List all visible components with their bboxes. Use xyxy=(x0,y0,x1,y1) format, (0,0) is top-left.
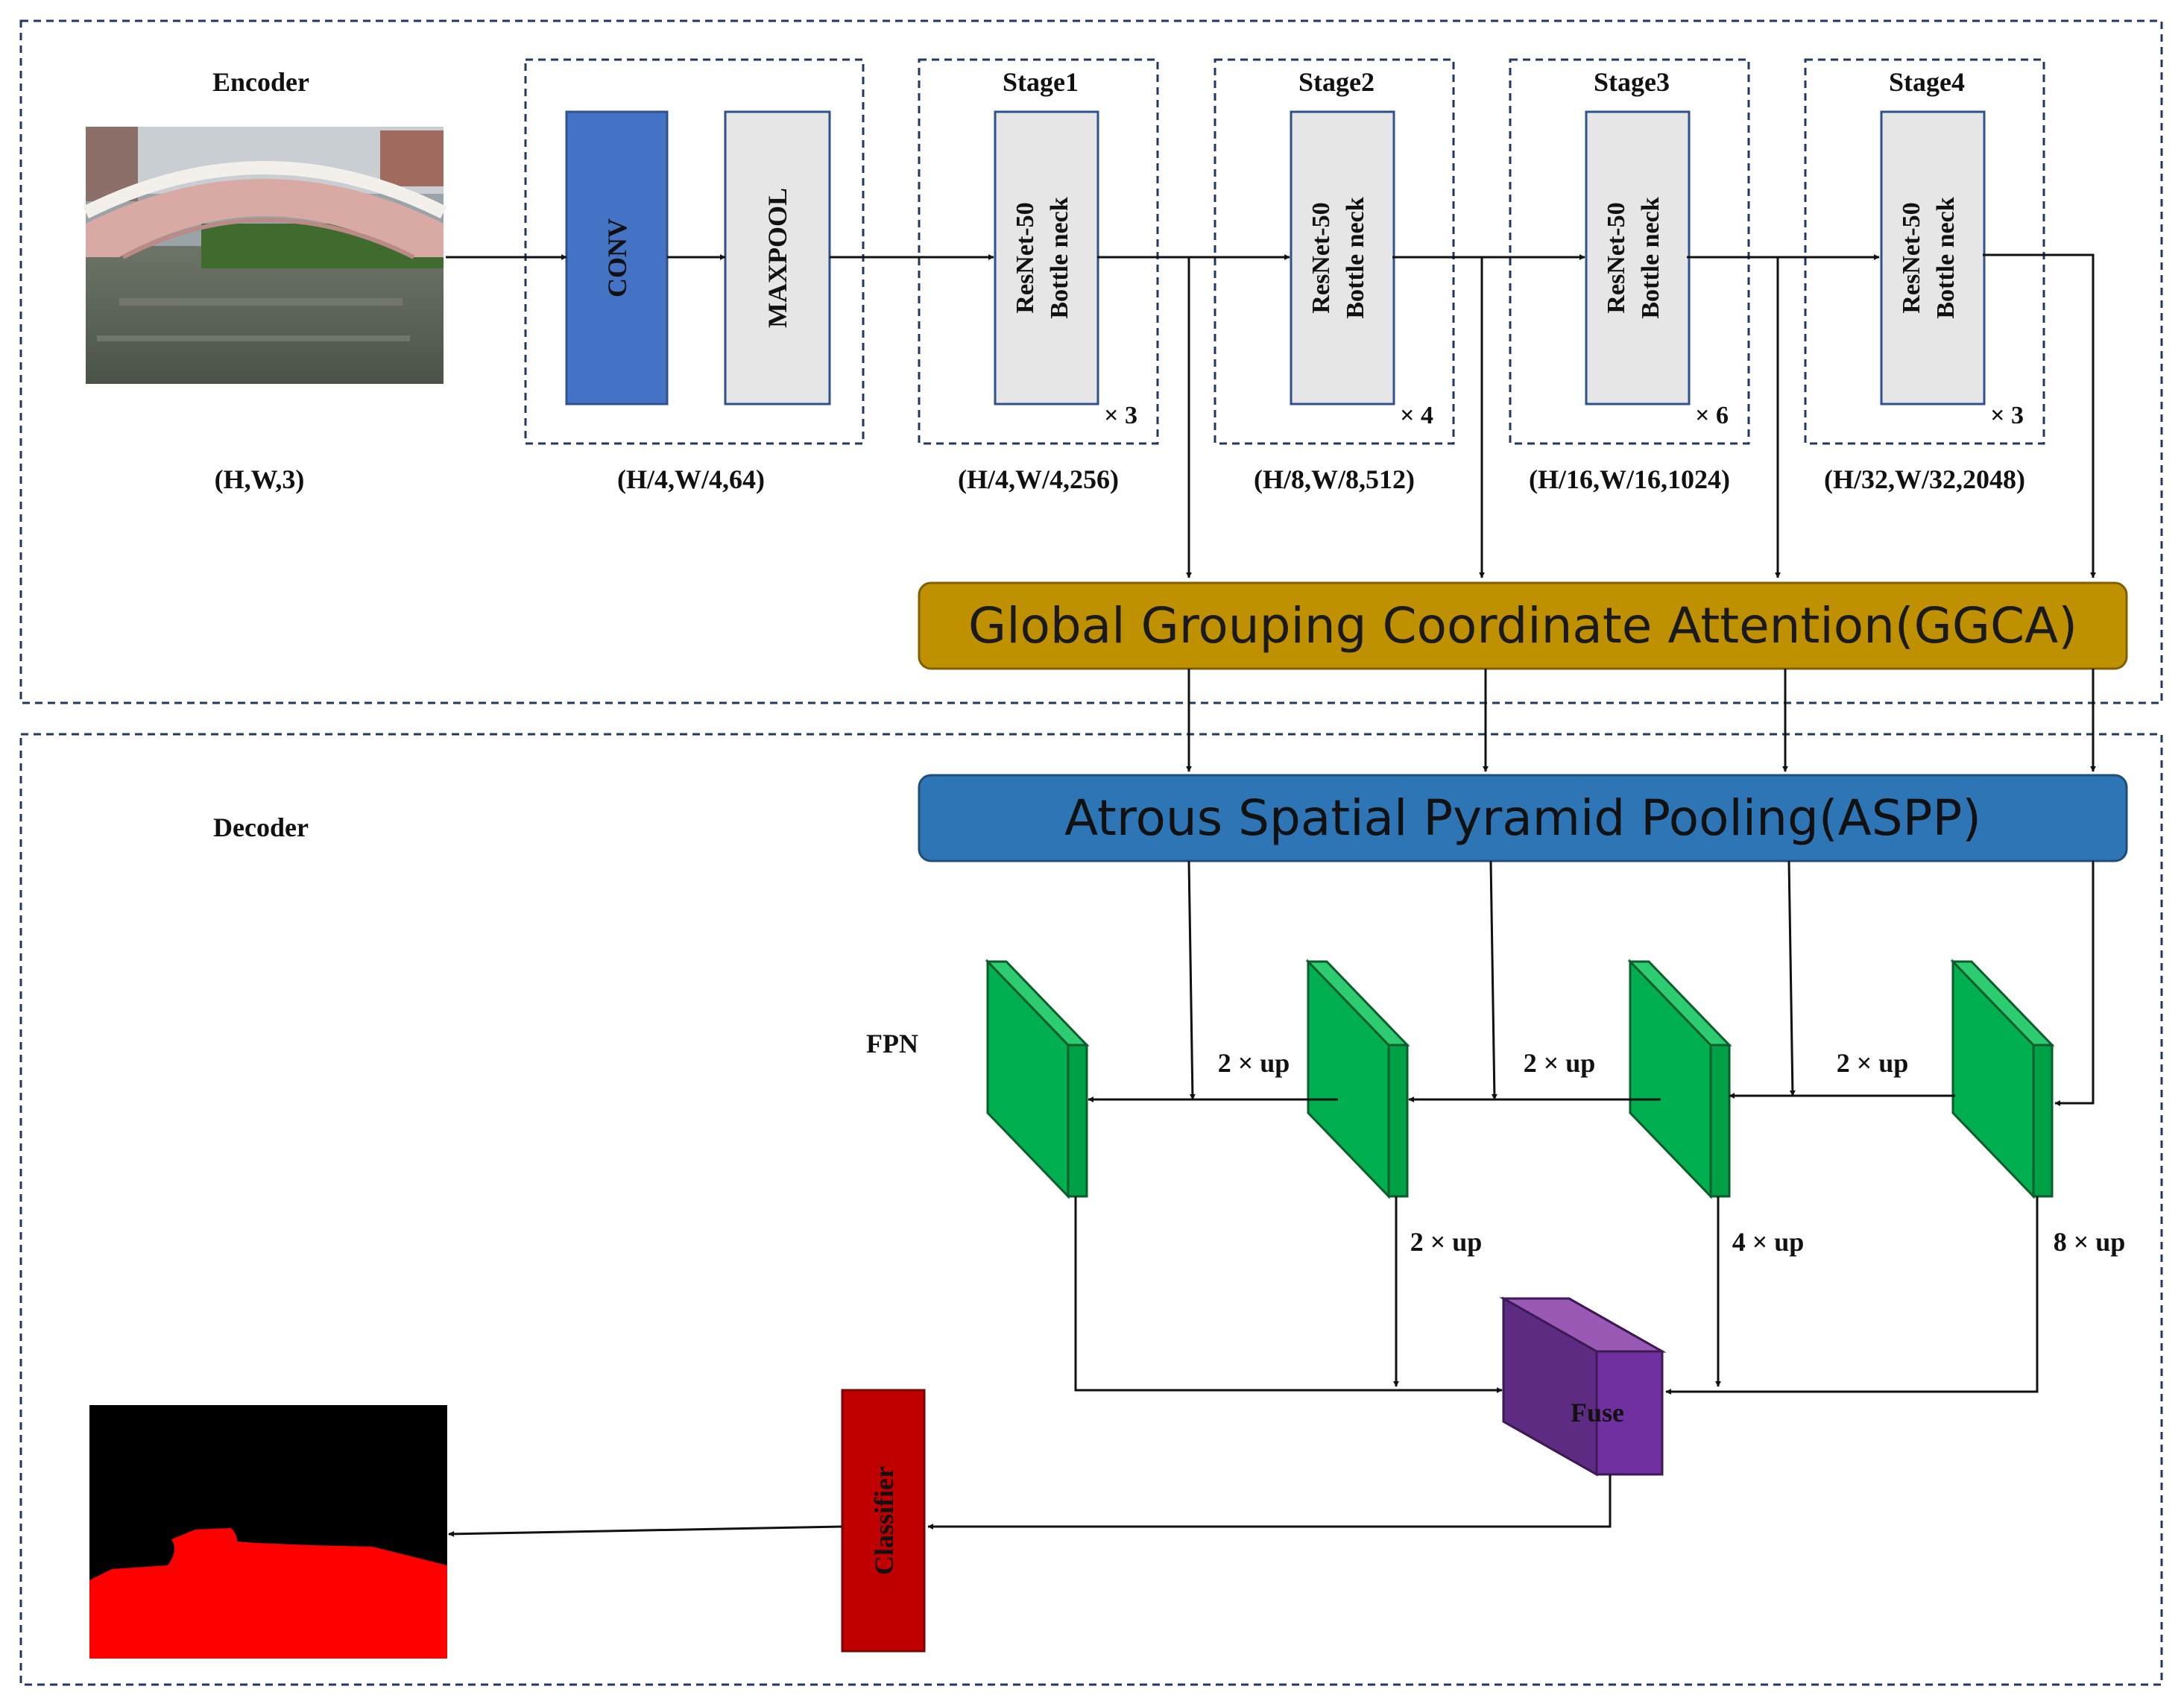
bottleneck-block xyxy=(1290,110,1395,406)
bottleneck-label-line1: ResNet-50 xyxy=(1307,202,1335,313)
fuse-up-label-3: 8 × up xyxy=(2054,1227,2126,1257)
fpn-label: FPN xyxy=(866,1029,918,1058)
stage-repeat: × 6 xyxy=(1695,402,1729,429)
stage-dim: (H/32,W/32,2048) xyxy=(1824,464,2025,494)
svg-text:Atrous Spatial Pyramid Pooling: Atrous Spatial Pyramid Pooling(ASPP) xyxy=(1064,789,1981,847)
lateral-up-label-2: 2 × up xyxy=(1524,1048,1596,1078)
ggca-block: Global Grouping Coordinate Attention(GGC… xyxy=(918,581,2128,670)
svg-text:MAXPOOL: MAXPOOL xyxy=(763,188,792,328)
bottleneck-label-line1: ResNet-50 xyxy=(1898,202,1925,313)
stage-repeat: × 4 xyxy=(1400,402,1433,429)
fuse-up-label-2: 4 × up xyxy=(1732,1227,1805,1257)
stage-dim: (H/4,W/4,256) xyxy=(958,464,1119,494)
svg-text:Global Grouping Coordinate Att: Global Grouping Coordinate Attention(GGC… xyxy=(968,597,2077,654)
stage-frame xyxy=(1213,58,1455,445)
input-image xyxy=(82,127,447,384)
classifier-block: Classifier xyxy=(841,1389,926,1653)
stage-title: Stage1 xyxy=(1003,67,1079,97)
decoder-frame xyxy=(19,733,2163,1686)
aspp-drop-4 xyxy=(2054,861,2095,1106)
fpn-slab-2 xyxy=(1305,959,1410,1199)
stage-dim: (H/16,W/16,1024) xyxy=(1529,464,1730,494)
fpn1-to-fuse xyxy=(1074,1196,1503,1393)
encoder-frame xyxy=(19,19,2163,704)
bottleneck-label-line2: Bottle neck xyxy=(1342,197,1369,318)
bottleneck-label-line2: Bottle neck xyxy=(1046,197,1073,318)
bottleneck-label-line2: Bottle neck xyxy=(1932,197,1960,318)
conv-block: CONV xyxy=(565,110,669,406)
fpn-slab-4 xyxy=(1950,959,2055,1199)
maxpool-block: MAXPOOL xyxy=(724,110,831,406)
aspp-drop-2 xyxy=(1489,860,1497,1100)
svg-text:CONV: CONV xyxy=(602,218,632,297)
fuse-up-label-1: 2 × up xyxy=(1410,1227,1483,1257)
stage-repeat: × 3 xyxy=(1990,402,2024,429)
fpn-slab-1 xyxy=(985,959,1090,1199)
classifier-to-output xyxy=(448,1525,843,1537)
svg-text:Classifier: Classifier xyxy=(869,1466,899,1575)
stage-dim: (H/8,W/8,512) xyxy=(1254,464,1415,494)
aspp-block: Atrous Spatial Pyramid Pooling(ASPP) xyxy=(918,774,2128,862)
bottleneck-label-line1: ResNet-50 xyxy=(1011,202,1039,313)
bottleneck-label-line1: ResNet-50 xyxy=(1603,202,1630,313)
fpn-slab-3 xyxy=(1627,959,1732,1199)
stage-title: Stage3 xyxy=(1594,67,1670,97)
stage-frame xyxy=(1509,58,1750,445)
fuse-to-classifier xyxy=(927,1474,1612,1530)
aspp-drop-1 xyxy=(1187,860,1196,1100)
stage-title: Stage4 xyxy=(1889,67,1965,97)
stage-repeat: × 3 xyxy=(1104,402,1137,429)
skip-stage4-ggca xyxy=(1983,253,2096,578)
lateral-up-label-3: 2 × up xyxy=(1837,1048,1909,1078)
fuse-block: Fuse xyxy=(1499,1296,1667,1477)
decoder-label: Decoder xyxy=(213,812,309,842)
bottleneck-block xyxy=(1880,110,1986,406)
stage-frame xyxy=(1804,58,2045,445)
encoder-label: Encoder xyxy=(212,67,309,97)
bottleneck-block xyxy=(994,110,1099,406)
lateral-up-label-1: 2 × up xyxy=(1218,1048,1290,1078)
fpn4-to-fuse xyxy=(1665,1196,2039,1395)
stage-frame xyxy=(918,58,1159,445)
aspp-drop-3 xyxy=(1787,860,1796,1096)
stem-dim: (H/4,W/4,64) xyxy=(617,464,765,494)
bottleneck-label-line2: Bottle neck xyxy=(1637,197,1664,318)
output-mask xyxy=(89,1405,447,1659)
bottleneck-block xyxy=(1585,110,1691,406)
stem-group-frame xyxy=(524,58,865,445)
stage-title: Stage2 xyxy=(1298,67,1375,97)
svg-text:Fuse: Fuse xyxy=(1571,1398,1624,1427)
input-dim: (H,W,3) xyxy=(215,464,305,494)
